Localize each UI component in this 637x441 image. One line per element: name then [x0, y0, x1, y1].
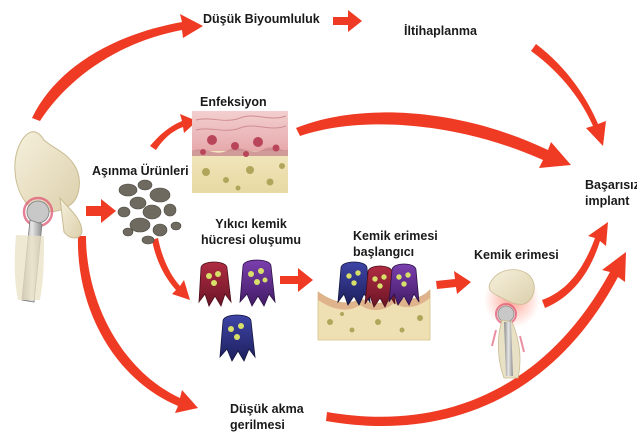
label-low-biocompat: Düşük Biyoumluluk — [203, 11, 320, 27]
osteoclast-cell-icon — [240, 260, 275, 306]
arrow-to-resorption-start — [280, 268, 313, 292]
label-resorption-start-line2: başlangıcı — [353, 244, 438, 260]
arrows-layer — [32, 10, 626, 426]
label-low-yield-line1: Düşük akma — [230, 401, 304, 417]
arrow-to-osteoclast — [152, 238, 190, 300]
label-low-yield: Düşük akma gerilmesi — [230, 401, 304, 433]
arrow-to-resorption — [436, 271, 471, 294]
label-infection: Enfeksiyon — [200, 94, 267, 110]
label-resorption: Kemik erimesi — [474, 247, 559, 263]
loosened-implant-icon — [484, 270, 540, 378]
label-failure-line1: Başarısız — [585, 177, 637, 193]
label-inflammation: İltihaplanma — [404, 23, 477, 39]
osteoclast-group — [199, 260, 275, 361]
label-osteoclast: Yıkıcı kemik hücresi oluşumu — [196, 216, 306, 248]
label-low-yield-line2: gerilmesi — [230, 417, 304, 433]
arrow-to-low-yield — [78, 236, 198, 413]
resorption-start-illustration — [318, 262, 430, 340]
label-osteoclast-line1: Yıkıcı kemik — [196, 216, 306, 232]
hip-implant-icon — [15, 132, 82, 302]
label-failure: Başarısız implant — [585, 177, 637, 209]
infected-tissue-icon — [192, 111, 288, 193]
arrow-inflammation-to-failure — [531, 44, 606, 146]
label-wear-products: Aşınma Ürünleri — [92, 163, 189, 179]
arrow-to-infection — [150, 114, 197, 150]
osteoclast-cell-icon — [199, 262, 231, 306]
arrow-to-inflammation — [333, 10, 362, 32]
arrow-infection-to-failure — [296, 112, 571, 168]
arrow-to-wear-products — [86, 199, 116, 223]
osteoclast-cell-icon — [220, 315, 255, 361]
wear-debris-icon — [118, 180, 181, 244]
arrow-to-low-biocompat — [32, 14, 203, 121]
label-resorption-start-line1: Kemik erimesi — [353, 228, 438, 244]
label-resorption-start: Kemik erimesi başlangıcı — [353, 228, 438, 260]
label-failure-line2: implant — [585, 193, 637, 209]
label-osteoclast-line2: hücresi oluşumu — [196, 232, 306, 248]
